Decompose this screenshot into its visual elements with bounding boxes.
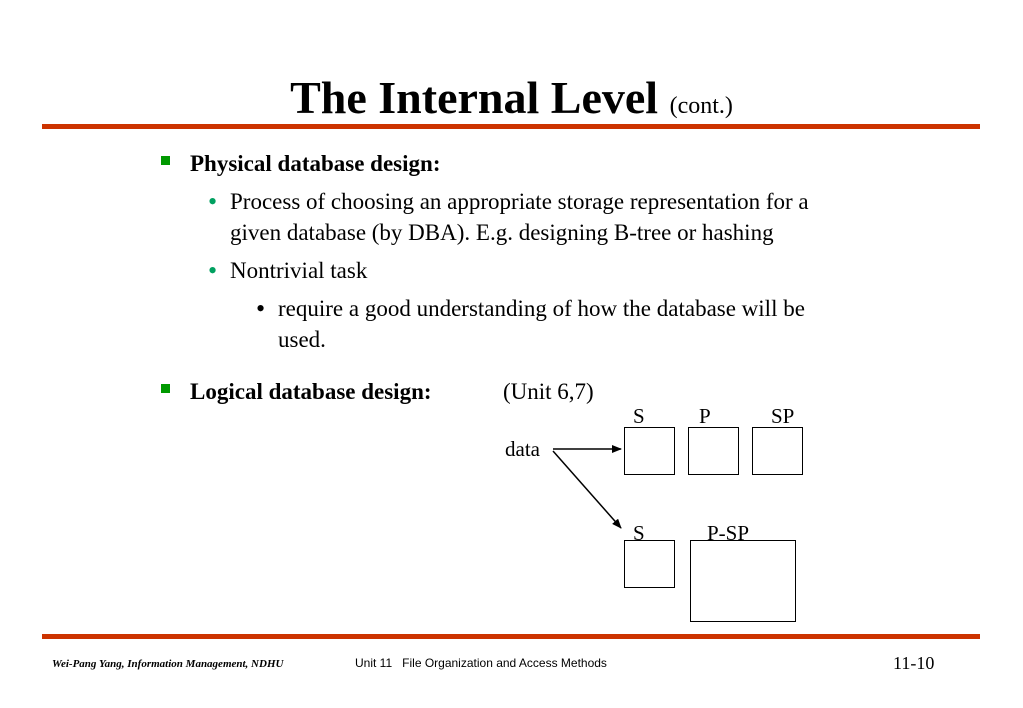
footer-unit-title: File Organization and Access Methods — [402, 656, 607, 670]
slide-title: The Internal Level (cont.) — [0, 70, 1023, 134]
top-label-p: P — [699, 404, 711, 428]
data-label: data — [505, 437, 540, 461]
title-suffix: (cont.) — [669, 93, 733, 119]
title-text: The Internal Level — [290, 72, 659, 123]
top-label-sp: SP — [771, 404, 795, 428]
nontrivial-text: Nontrivial task — [230, 258, 368, 283]
require-line-1: require a good understanding of how the … — [278, 296, 805, 321]
top-label-s: S — [633, 404, 645, 428]
table-box-sp — [752, 427, 803, 475]
table-box-psp — [690, 540, 796, 622]
logical-note: (Unit 6,7) — [503, 379, 594, 404]
process-line-1: Process of choosing an appropriate stora… — [230, 189, 809, 214]
logical-heading: Logical database design: — [190, 379, 432, 404]
process-line-2: given database (by DBA). E.g. designing … — [230, 220, 774, 245]
square-bullet-physical — [161, 156, 170, 165]
dot-bullet-nontrivial: • — [208, 256, 218, 285]
dot-bullet-require: • — [256, 294, 266, 323]
arrow-to-bottom-row — [552, 450, 622, 529]
table-box-s — [624, 427, 675, 475]
require-line-2: used. — [278, 327, 326, 352]
footer-author: Wei-Pang Yang, Information Management, N… — [52, 658, 284, 670]
top-rule — [42, 124, 980, 129]
bottom-rule — [42, 634, 980, 639]
physical-heading: Physical database design: — [190, 151, 441, 176]
table-box-s-bottom — [624, 540, 675, 588]
square-bullet-logical — [161, 384, 170, 393]
footer-unit: Unit 11 File Organization and Access Met… — [355, 656, 607, 670]
bottom-label-psp: P-SP — [707, 521, 750, 545]
footer-page-number: 11-10 — [893, 653, 935, 673]
table-box-p — [688, 427, 739, 475]
dot-bullet-process: • — [208, 187, 218, 216]
footer-unit-number: Unit 11 — [355, 656, 393, 670]
bottom-label-s: S — [633, 521, 645, 545]
